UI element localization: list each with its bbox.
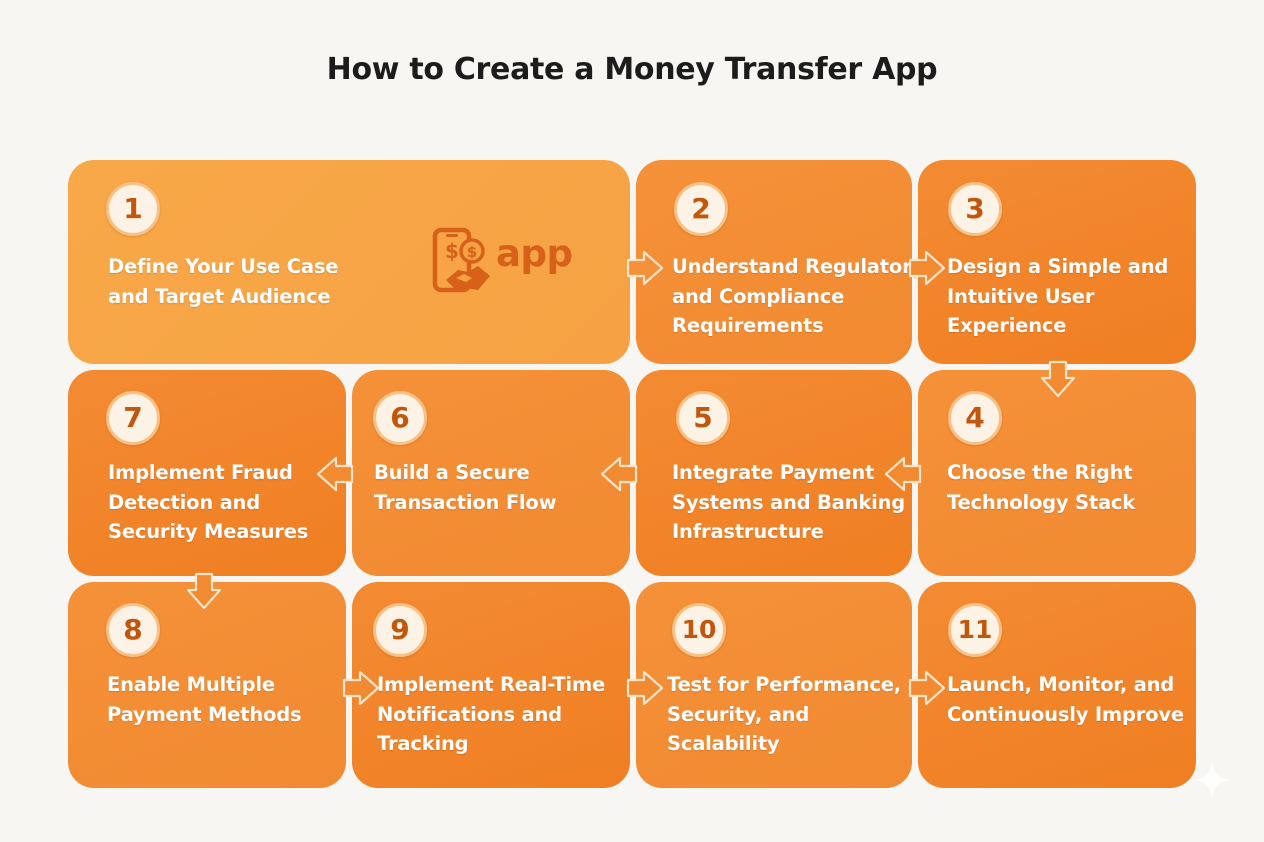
step-label-9-line-1: Implement Real-Time (377, 673, 606, 696)
arrow-left-6-to-7 (316, 456, 354, 492)
page-title: How to Create a Money Transfer App (326, 52, 938, 87)
step-number-badge-2: 2 (674, 182, 728, 236)
step-label-8-line-2: Payment Methods (107, 702, 302, 726)
step-label-9-line-3: Tracking (377, 732, 469, 755)
step-label-9: Implement Real-Time Notifications and Tr… (377, 670, 605, 759)
step-label-5-line-3: Infrastructure (672, 520, 824, 543)
step-number-badge-8: 8 (106, 603, 160, 657)
step-label-10-line-3: Scalability (667, 732, 780, 755)
arrow-right-1-to-2 (626, 250, 664, 286)
arrow-right-2-to-3 (908, 250, 946, 286)
step-label-11-line-2: Continuously Improve (947, 702, 1184, 726)
step-label-4: Choose the Right Technology Stack (947, 458, 1135, 517)
logo-wordmark: app (496, 232, 573, 275)
step-label-3-line-2: Intuitive User (947, 284, 1095, 308)
step-label-2-line-1: Understand Regulatory (672, 255, 925, 278)
step-label-1-line-2: and Target Audience (108, 284, 331, 308)
arrow-right-10-to-11 (908, 670, 946, 706)
step-label-7-line-2: Detection and (108, 490, 260, 514)
step-number-badge-6: 6 (373, 391, 427, 445)
phone-dollar-handshake-icon: $ $ (432, 227, 490, 293)
step-label-1: Define Your Use Case and Target Audience (108, 252, 338, 311)
svg-text:$: $ (467, 243, 477, 261)
step-label-11: Launch, Monitor, and Continuously Improv… (947, 670, 1184, 729)
step-label-6: Build a Secure Transaction Flow (374, 458, 557, 517)
step-number-badge-4: 4 (948, 391, 1002, 445)
arrow-right-9-to-10 (626, 670, 664, 706)
svg-text:$: $ (445, 239, 459, 263)
step-tile-1 (68, 160, 630, 364)
step-label-3-line-1: Design a Simple and (947, 255, 1169, 278)
step-number-badge-11: 11 (948, 603, 1002, 657)
arrow-right-8-to-9 (342, 670, 380, 706)
arrow-down-3-to-4 (1040, 360, 1076, 398)
step-label-1-line-1: Define Your Use Case (108, 255, 339, 278)
step-label-11-line-1: Launch, Monitor, and (947, 673, 1175, 696)
step-label-8-line-1: Enable Multiple (107, 673, 275, 696)
step-label-9-line-2: Notifications and (377, 702, 562, 726)
step-number-badge-1: 1 (106, 182, 160, 236)
step-label-6-line-1: Build a Secure (374, 461, 530, 484)
step-number-badge-10: 10 (672, 603, 726, 657)
step-number-badge-5: 5 (676, 391, 730, 445)
step-number-badge-3: 3 (948, 182, 1002, 236)
step-label-5-line-1: Integrate Payment (672, 461, 875, 484)
arrow-down-7-to-8 (186, 572, 222, 610)
step-label-5-line-2: Systems and Banking (672, 490, 906, 514)
step-label-6-line-2: Transaction Flow (374, 490, 557, 514)
step-label-5: Integrate Payment Systems and Banking In… (672, 458, 905, 547)
arrow-left-4-to-5 (884, 456, 922, 492)
step-label-2: Understand Regulatory and Compliance Req… (672, 252, 924, 341)
step-label-4-line-2: Technology Stack (947, 490, 1136, 514)
step-label-3-line-3: Experience (947, 314, 1067, 337)
sparkle-icon (1194, 762, 1230, 798)
step-label-2-line-3: Requirements (672, 314, 824, 337)
step-label-10: Test for Performance, Security, and Scal… (667, 670, 901, 759)
step-label-4-line-1: Choose the Right (947, 461, 1133, 484)
step-label-8: Enable Multiple Payment Methods (107, 670, 302, 729)
step-number-badge-9: 9 (373, 603, 427, 657)
arrow-left-5-to-6 (600, 456, 638, 492)
step-label-2-line-2: and Compliance (672, 284, 845, 308)
step-label-7-line-3: Security Measures (108, 520, 309, 543)
step-label-3: Design a Simple and Intuitive User Exper… (947, 252, 1168, 341)
step-label-7: Implement Fraud Detection and Security M… (108, 458, 308, 547)
app-logo: $ $ app (432, 226, 582, 300)
step-number-badge-7: 7 (106, 391, 160, 445)
step-label-10-line-2: Security, and (667, 702, 810, 726)
step-label-7-line-1: Implement Fraud (108, 461, 293, 484)
step-label-10-line-1: Test for Performance, (667, 673, 901, 696)
